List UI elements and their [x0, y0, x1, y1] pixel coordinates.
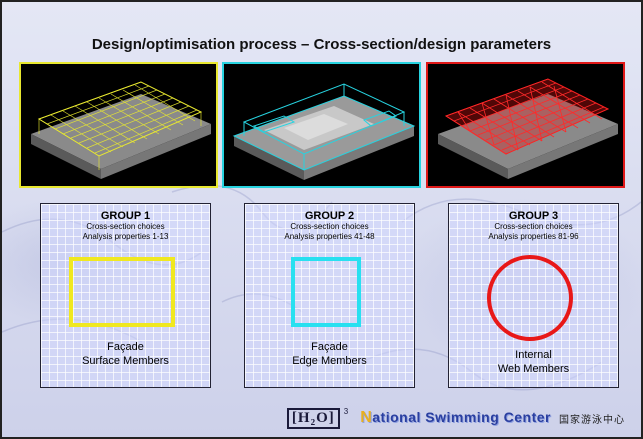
model-render-group2: [222, 62, 421, 188]
group-caption: Internal Web Members: [449, 348, 618, 376]
group-caption: Façade Edge Members: [245, 340, 414, 368]
group-name: GROUP 1: [100, 210, 151, 222]
caption-line-2: Surface Members: [82, 355, 169, 367]
model-render-group1: [19, 62, 218, 188]
model-render-group3: [426, 62, 625, 188]
cyan-highlight-model-icon: [232, 83, 416, 180]
yellow-rectangle-section-icon: [69, 257, 175, 327]
red-circle-section-icon: [487, 255, 573, 341]
footer-branding: [H₂O] 3 National Swimming Center 国家游泳中心: [2, 405, 641, 431]
group-properties: Analysis properties 1-13: [82, 232, 169, 241]
h2o-logo: [H₂O]: [286, 407, 340, 429]
group-properties: Analysis properties 41-48: [284, 232, 375, 241]
group-name: GROUP 2: [304, 210, 355, 222]
brand-initial: N: [360, 409, 373, 426]
group-1-panel: GROUP 1 Cross-section choices Analysis p…: [40, 203, 211, 388]
group-properties: Analysis properties 81-96: [488, 232, 579, 241]
group-choices: Cross-section choices: [290, 222, 369, 231]
caption-line-1: Internal: [515, 349, 552, 361]
cyan-square-section-icon: [291, 257, 361, 327]
slide-title: Design/optimisation process – Cross-sect…: [91, 36, 552, 53]
caption-line-1: Façade: [107, 341, 144, 353]
caption-line-2: Edge Members: [292, 355, 367, 367]
group-name: GROUP 3: [508, 210, 559, 222]
caption-line-1: Façade: [311, 341, 348, 353]
group-3-panel: GROUP 3 Cross-section choices Analysis p…: [448, 203, 619, 388]
group-2-panel: GROUP 2 Cross-section choices Analysis p…: [244, 203, 415, 388]
group-caption: Façade Surface Members: [41, 340, 210, 368]
brand-name-rest: ational Swimming Center: [372, 409, 551, 425]
red-highlight-model-icon: [438, 78, 618, 179]
group-choices: Cross-section choices: [494, 222, 573, 231]
h2o-logo-superscript: 3: [343, 407, 349, 416]
yellow-highlight-model-icon: [31, 81, 211, 179]
group-choices: Cross-section choices: [86, 222, 165, 231]
caption-line-2: Web Members: [497, 363, 570, 375]
brand-name: National Swimming Center: [360, 409, 551, 427]
chinese-name: 国家游泳中心: [559, 414, 625, 426]
